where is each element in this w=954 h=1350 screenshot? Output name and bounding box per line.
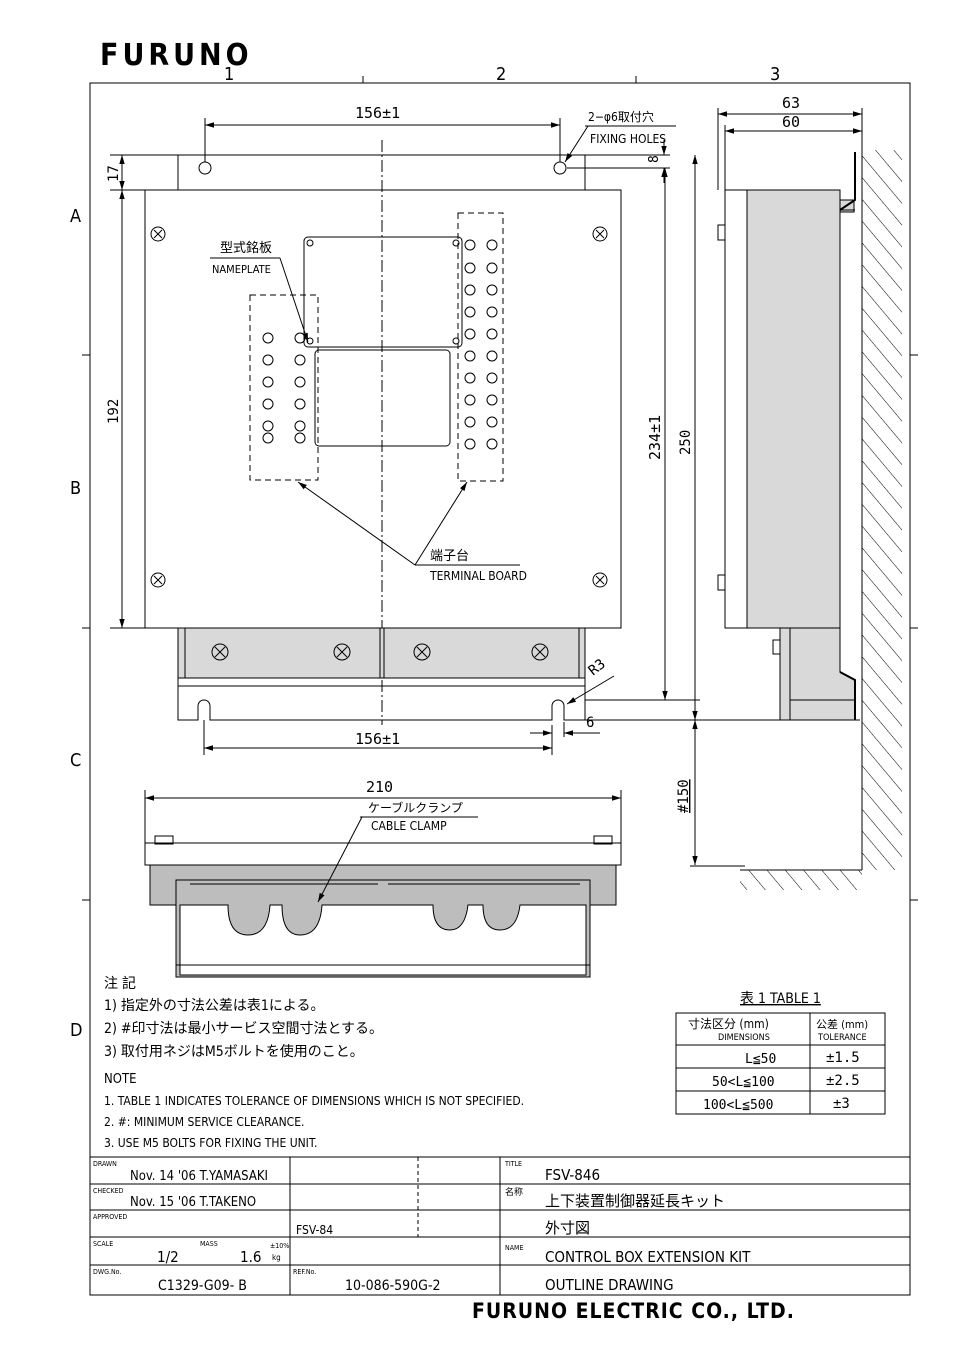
mass-tol: ±10% — [270, 1242, 289, 1250]
dwg-value: C1329-G09- B — [158, 1278, 247, 1294]
cable-clamp-en: CABLE CLAMP — [371, 819, 447, 833]
dim-hole-offset: 8 — [647, 155, 662, 163]
dim-depth-outer: 63 — [782, 94, 800, 112]
nameplate — [303, 236, 463, 348]
dim-bottom-view-width: 210 — [366, 778, 393, 796]
title-block: DRAWN Nov. 14 '06 T.YAMASAKI CHECKED Nov… — [90, 1156, 910, 1295]
cable-clamp-jp: ケーブルクランプ — [368, 800, 463, 815]
table1-title: 表 1 TABLE 1 — [740, 991, 821, 1007]
title-label: TITLE — [504, 1160, 522, 1168]
front-dimensions: 156±1 2−φ6取付穴 FIXING HOLES 8 17 192 234±… — [106, 104, 860, 755]
table1-row3-dim: 100<L≦500 — [703, 1098, 773, 1113]
dim-total-height: 250 — [678, 430, 694, 455]
notes-jp-heading: 注 記 — [104, 975, 136, 992]
notes-jp-1: 1) 指定外の寸法公差は表1による。 — [104, 998, 325, 1014]
notes-jp-3: 3) 取付用ネジはM5ボルトを使用のこと。 — [104, 1043, 364, 1060]
checked-value: Nov. 15 '06 T.TAKENO — [130, 1195, 256, 1210]
grid-row-d: D — [70, 1020, 82, 1041]
ref-value: 10-086-590G-2 — [345, 1278, 441, 1294]
window-cutout — [314, 349, 451, 447]
dim-depth-inner: 60 — [782, 113, 800, 131]
nameplate-label-jp: 型式銘板 — [220, 241, 272, 256]
dim-radius: R3 — [586, 656, 609, 679]
ref-label: REF.No. — [293, 1268, 316, 1276]
notes-en-2: 2. #: MINIMUM SERVICE CLEARANCE. — [104, 1115, 304, 1129]
footer-company: FURUNO ELECTRIC CO., LTD. — [472, 1299, 795, 1323]
name-label: NAME — [505, 1244, 523, 1252]
grid-row-c: C — [70, 750, 81, 771]
table1-row1-tol: ±1.5 — [826, 1050, 860, 1066]
front-view — [144, 140, 622, 725]
approved-label: APPROVED — [93, 1213, 127, 1221]
side-view: 63 60 #150 — [676, 94, 902, 890]
dim-top-width: 156±1 — [355, 104, 400, 122]
nameplate-label-en: NAMEPLATE — [212, 263, 271, 276]
notes: 注 記 1) 指定外の寸法公差は表1による。 2) #印寸法は最小サービス空間寸… — [104, 975, 524, 1150]
fixing-hole-right — [553, 161, 567, 175]
brand-logo: FURUNO — [100, 38, 253, 73]
table1-row1-dim: L≦50 — [745, 1052, 776, 1067]
drawn-value: Nov. 14 '06 T.YAMASAKI — [130, 1169, 268, 1184]
fixing-holes-en: FIXING HOLES — [590, 132, 666, 146]
table1-head-dim-jp: 寸法区分 (mm) — [688, 1017, 769, 1031]
grid-col-2: 2 — [496, 64, 506, 85]
table1-head-tol-jp: 公差 (mm) — [816, 1017, 868, 1031]
checked-label: CHECKED — [93, 1187, 124, 1195]
name-value: CONTROL BOX EXTENSION KIT — [545, 1248, 751, 1266]
table1-row2-tol: ±2.5 — [826, 1073, 860, 1089]
table1-head-tol-en: TOLERANCE — [817, 1033, 867, 1043]
dim-bottom-width: 156±1 — [355, 730, 400, 748]
dim-body-height: 192 — [106, 399, 122, 424]
scale-label: SCALE — [93, 1240, 113, 1248]
name-jp-value: 上下装置制御器延長キット — [545, 1192, 725, 1210]
bottom-view: 210 ケーブルクランプ CABLE CLAMP — [144, 778, 622, 978]
table1-row3-tol: ±3 — [833, 1096, 850, 1112]
grid-col-3: 3 — [770, 64, 780, 85]
front-panel — [144, 189, 622, 629]
terminal-label-en: TERMINAL BOARD — [429, 569, 527, 583]
fixing-holes-jp: 2−φ6取付穴 — [588, 109, 654, 124]
grid-col-1: 1 — [224, 64, 234, 85]
terminal-board-right — [457, 212, 504, 482]
grid-row-b: B — [70, 478, 81, 499]
notes-jp-2: 2) #印寸法は最小サービス空間寸法とする。 — [104, 1021, 383, 1037]
scale-value: 1/2 — [157, 1248, 179, 1266]
mass-unit: kg — [272, 1253, 281, 1262]
dim-slot: 6 — [586, 715, 594, 731]
drawn-label: DRAWN — [93, 1160, 117, 1168]
name-value2: OUTLINE DRAWING — [545, 1276, 674, 1294]
table1-head-dim-en: DIMENSIONS — [718, 1033, 770, 1043]
notes-en-1: 1. TABLE 1 INDICATES TOLERANCE OF DIMENS… — [104, 1094, 524, 1108]
tolerance-table: 表 1 TABLE 1 寸法区分 (mm) DIMENSIONS 公差 (mm)… — [675, 991, 886, 1115]
terminal-label-jp: 端子台 — [430, 549, 469, 564]
name-jp-label: 名称 — [505, 1186, 523, 1198]
table1-row2-dim: 50<L≦100 — [712, 1075, 775, 1090]
mass-value: 1.6 — [240, 1248, 261, 1266]
title-value: FSV-846 — [545, 1166, 600, 1184]
fixing-hole-left — [198, 161, 212, 175]
grid-row-a: A — [70, 206, 81, 227]
dwg-label: DWG.No. — [93, 1268, 121, 1276]
mass-label: MASS — [200, 1240, 218, 1248]
name-jp-value2: 外寸図 — [545, 1219, 590, 1237]
notes-en-3: 3. USE M5 BOLTS FOR FIXING THE UNIT. — [104, 1136, 317, 1150]
dim-mount-height: 234±1 — [646, 415, 664, 460]
terminal-board-left — [249, 294, 319, 481]
notes-en-heading: NOTE — [104, 1072, 136, 1087]
model-ref: FSV-84 — [296, 1223, 333, 1237]
dim-clearance: #150 — [676, 779, 692, 813]
dim-top-margin: 17 — [106, 165, 122, 182]
